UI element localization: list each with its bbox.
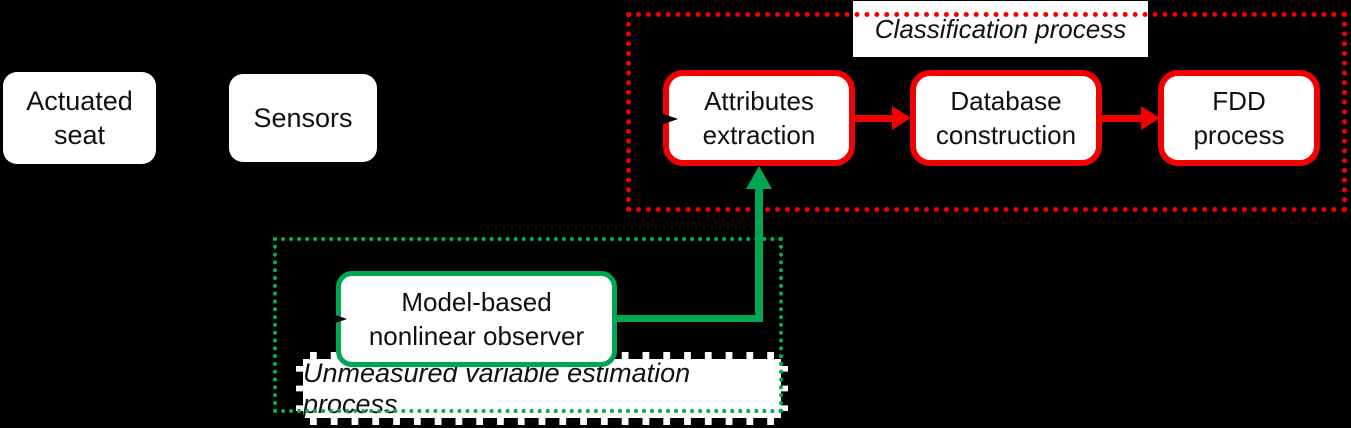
arrow-head <box>892 106 911 130</box>
node-database-construction: Database construction <box>910 70 1102 166</box>
black-arrow-tip-into-observer-icon <box>327 312 347 326</box>
green-connector-horizontal <box>615 315 763 322</box>
red-arrow-database-to-fdd-icon <box>1100 106 1160 130</box>
node-label-line: seat <box>53 120 106 150</box>
arrow-shaft <box>1100 114 1141 122</box>
node-label-line: Sensors <box>253 103 353 133</box>
node-attributes-extraction: Attributes extraction <box>663 70 855 166</box>
node-label-line: Model-based <box>401 287 552 317</box>
green-arrowhead-up-icon <box>746 166 772 189</box>
node-sensors: Sensors <box>229 74 377 162</box>
node-label-line: process <box>1193 120 1285 150</box>
black-arrow-tip-into-attributes-icon <box>658 112 678 126</box>
red-arrow-attributes-to-database-icon <box>853 106 911 130</box>
arrow-head <box>1141 106 1160 130</box>
node-label-line: Attributes <box>704 86 814 116</box>
node-label-line: Database <box>950 86 1062 116</box>
node-model-based-observer: Model-based nonlinear observer <box>336 271 617 367</box>
arrow-shaft <box>853 114 892 122</box>
node-label-line: extraction <box>702 120 816 150</box>
node-label-line: Actuated <box>26 86 133 116</box>
node-label-line: nonlinear observer <box>368 321 585 351</box>
classification-process-label-box: Classification process <box>853 1 1148 57</box>
node-fdd-process: FDD process <box>1158 70 1320 166</box>
node-label-line: FDD <box>1212 86 1266 116</box>
node-label-line: construction <box>935 120 1077 150</box>
green-connector-vertical <box>755 184 763 322</box>
classification-process-label: Classification process <box>874 13 1127 44</box>
node-actuated-seat: Actuated seat <box>3 72 156 164</box>
